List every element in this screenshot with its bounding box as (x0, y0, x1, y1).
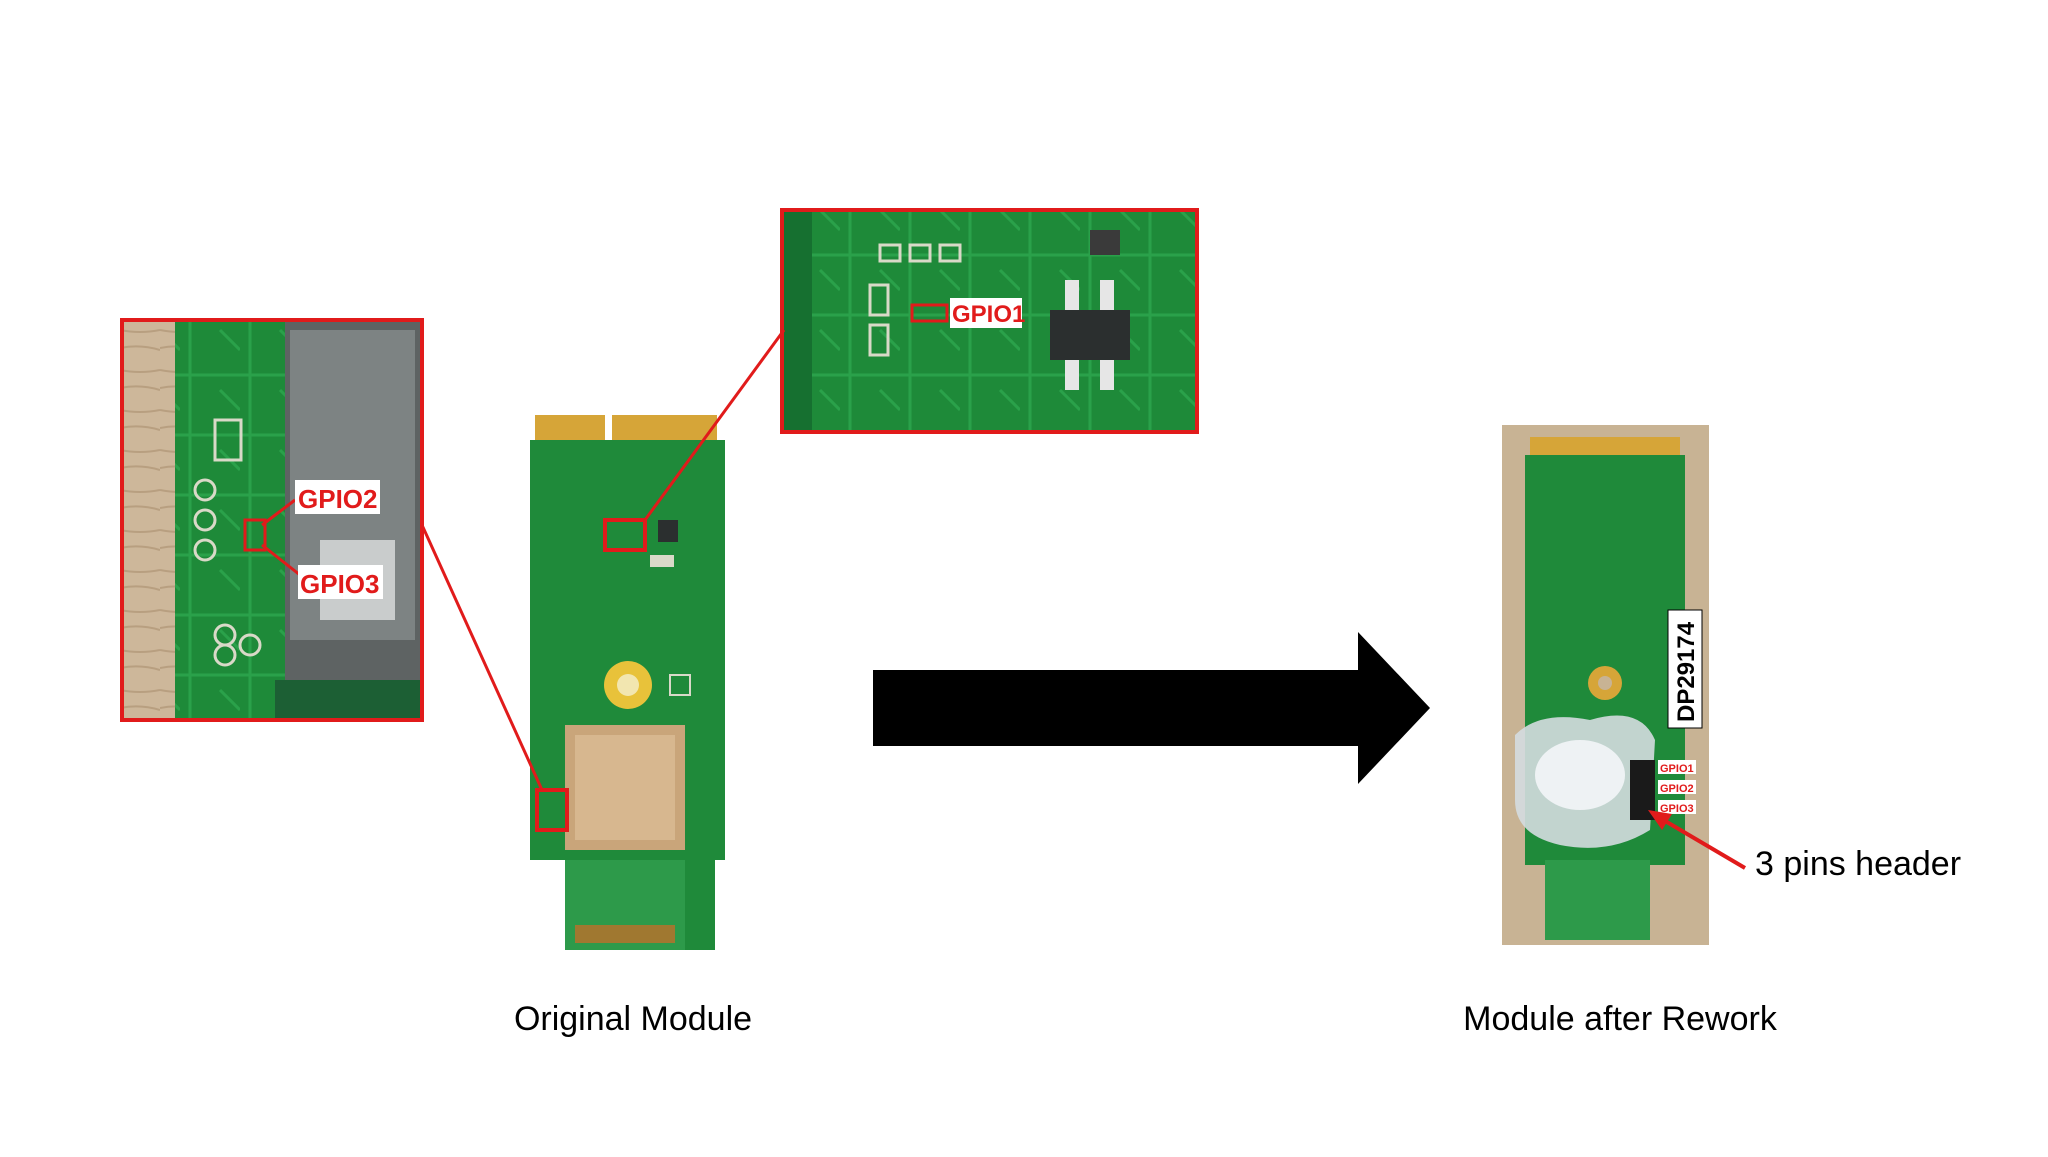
zoom-gpio1: GPIO1 (780, 208, 1199, 434)
pads-closeup (193, 418, 262, 667)
reworked-module-board: GPIO1 GPIO2 GPIO3 DP29174 (1502, 425, 1709, 945)
caption-module-after-rework: Module after Rework (1463, 1000, 1777, 1038)
serial-sticker (1667, 609, 1703, 729)
gpio1-location-marker (603, 518, 647, 552)
zoom-gpio2-gpio3: GPIO2 GPIO3 (120, 318, 424, 722)
chip-closeup (1050, 310, 1130, 360)
gpio1-pad-marker (910, 303, 949, 323)
gpio-pad-marker (243, 518, 267, 552)
connector-line-left (420, 524, 544, 791)
header-label-gpio1: GPIO1 (1660, 763, 1694, 775)
connector-line-top (643, 329, 786, 521)
original-module-board (530, 415, 725, 950)
label-gpio3: GPIO3 (300, 569, 379, 599)
header-label-gpio2: GPIO2 (1660, 783, 1694, 795)
header-callout-arrowhead (1648, 810, 1672, 830)
header-callout-line (1658, 816, 1747, 870)
callout-3-pins-header: 3 pins header (1755, 845, 1962, 883)
serial-number: DP29174 (1673, 621, 1700, 722)
pin-header (1630, 760, 1655, 820)
transition-arrow (873, 632, 1430, 784)
zoom-frame-top (780, 208, 1199, 434)
gpio23-location-marker (535, 788, 569, 832)
edge-connector (1530, 437, 1680, 457)
zoom-frame-left (120, 318, 424, 722)
caption-original-module: Original Module (513, 1000, 753, 1038)
header-label-gpio3: GPIO3 (1660, 803, 1694, 815)
label-gpio1: GPIO1 (952, 301, 1025, 328)
label-gpio2: GPIO2 (298, 484, 377, 514)
antenna-area (1545, 860, 1650, 940)
